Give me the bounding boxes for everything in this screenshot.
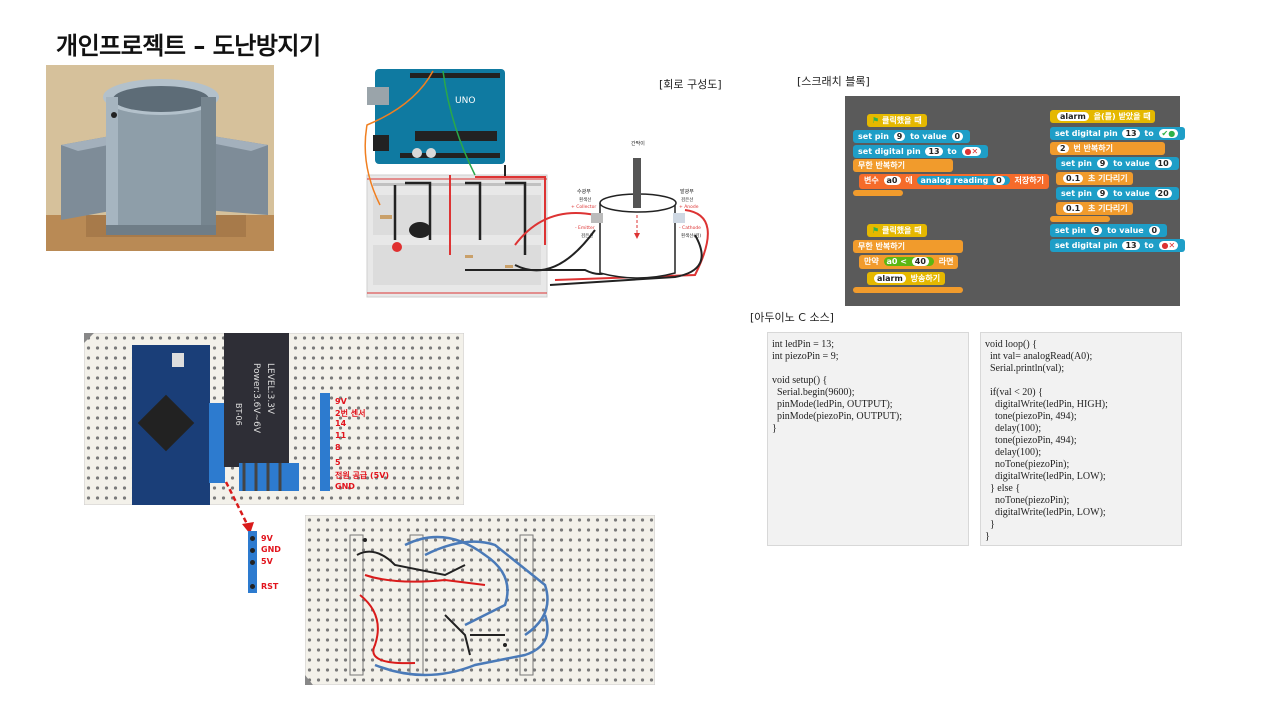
forever-block-2: 무한 반복하기	[853, 240, 963, 253]
pin-label-sensor: 2번 센서	[335, 409, 366, 418]
wait-block-1: 0.1 초 기다리기	[1056, 172, 1133, 185]
breadboard	[366, 174, 548, 298]
svg-text:흰색선(검): 흰색선(검)	[681, 232, 701, 239]
header-strip	[248, 531, 257, 593]
perfboard-top: Power:3.6V~6V LEVEL:3.3V BT-06 9V 2번 센서 …	[83, 325, 465, 506]
arduino-label: [아두이노 C 소스]	[750, 311, 834, 324]
pin-label-14: 14	[335, 419, 347, 428]
pin-label-power: 전원 공급 (5V)	[335, 471, 390, 480]
svg-text:Power:3.6V~6V: Power:3.6V~6V	[251, 363, 261, 434]
perfboard-bottom	[304, 514, 656, 686]
svg-text:- Cathode: - Cathode	[679, 225, 701, 231]
strip-label-5v: 5V	[261, 557, 273, 566]
circuit-label: [회로 구성도]	[659, 78, 722, 91]
pin-label-9v: 9V	[335, 397, 347, 406]
pin-label-5: 5	[335, 458, 341, 467]
when-clicked-hat: ⚑ 클릭했을 때	[867, 114, 927, 127]
set-pin-10: set pin 9 to value 10	[1056, 157, 1179, 170]
strip-label-gnd: GND	[261, 545, 281, 554]
svg-text:+ Collector: + Collector	[571, 204, 596, 210]
scratch-panel: ⚑ 클릭했을 때 set pin 9 to value 0 set digita…	[845, 96, 1186, 306]
svg-text:수광부: 수광부	[577, 188, 591, 195]
arduino-board	[375, 69, 505, 164]
page-title: 개인프로젝트 – 도난방지기	[56, 32, 321, 60]
svg-text:BT-06: BT-06	[234, 403, 243, 426]
svg-text:LEVEL:3.3V: LEVEL:3.3V	[265, 363, 275, 415]
set-pin-block: set pin 9 to value 0	[853, 130, 971, 143]
arduino-label: UNO	[455, 96, 475, 106]
svg-text:+ Anode: + Anode	[679, 204, 699, 210]
set-pin-0: set pin 9 to value 0	[1050, 224, 1168, 237]
if-block: 만약 a0 < 40 라면	[859, 255, 959, 269]
product-photo	[46, 65, 274, 251]
svg-text:흰색선: 흰색선	[579, 196, 591, 203]
set-variable-block: 변수 a0 에 analog reading 0 저장하기	[859, 174, 1049, 189]
when-receive-hat: alarm 을(를) 받았을 때	[1050, 110, 1155, 123]
scratch-label: [스크래치 블록]	[797, 75, 870, 88]
svg-text:검은선: 검은선	[681, 196, 693, 203]
pin-label-gnd: GND	[335, 482, 355, 491]
svg-text:검은선: 검은선	[581, 232, 593, 239]
code-loop: void loop() { int val= analogRead(A0); S…	[980, 332, 1182, 546]
set-digital-pin-block: set digital pin 13 to ●✕	[853, 145, 989, 158]
wait-block-2: 0.1 초 기다리기	[1056, 202, 1133, 215]
strip-label-rst: RST	[261, 582, 279, 591]
set-digital-pin-on: set digital pin 13 to ✔●	[1050, 127, 1186, 140]
svg-text:간막이: 간막이	[631, 140, 645, 147]
repeat-block: 2 번 반복하기	[1050, 142, 1165, 155]
set-digital-pin-off: set digital pin 13 to ●✕	[1050, 239, 1186, 252]
pin-label-8: 8	[335, 443, 341, 452]
when-clicked-hat-2: ⚑ 클릭했을 때	[867, 224, 927, 237]
strip-label-9v: 9V	[261, 534, 273, 543]
broadcast-block: alarm 방송하기	[867, 272, 946, 285]
pin-label-11: 11	[335, 431, 347, 440]
svg-text:발광부: 발광부	[680, 188, 694, 195]
forever-block: 무한 반복하기	[853, 159, 953, 172]
circuit-diagram: UNO	[355, 65, 730, 300]
set-pin-20: set pin 9 to value 20	[1056, 187, 1179, 200]
code-setup: int ledPin = 13; int piezoPin = 9; void …	[767, 332, 969, 546]
svg-text:- Emitter: - Emitter	[575, 225, 595, 231]
